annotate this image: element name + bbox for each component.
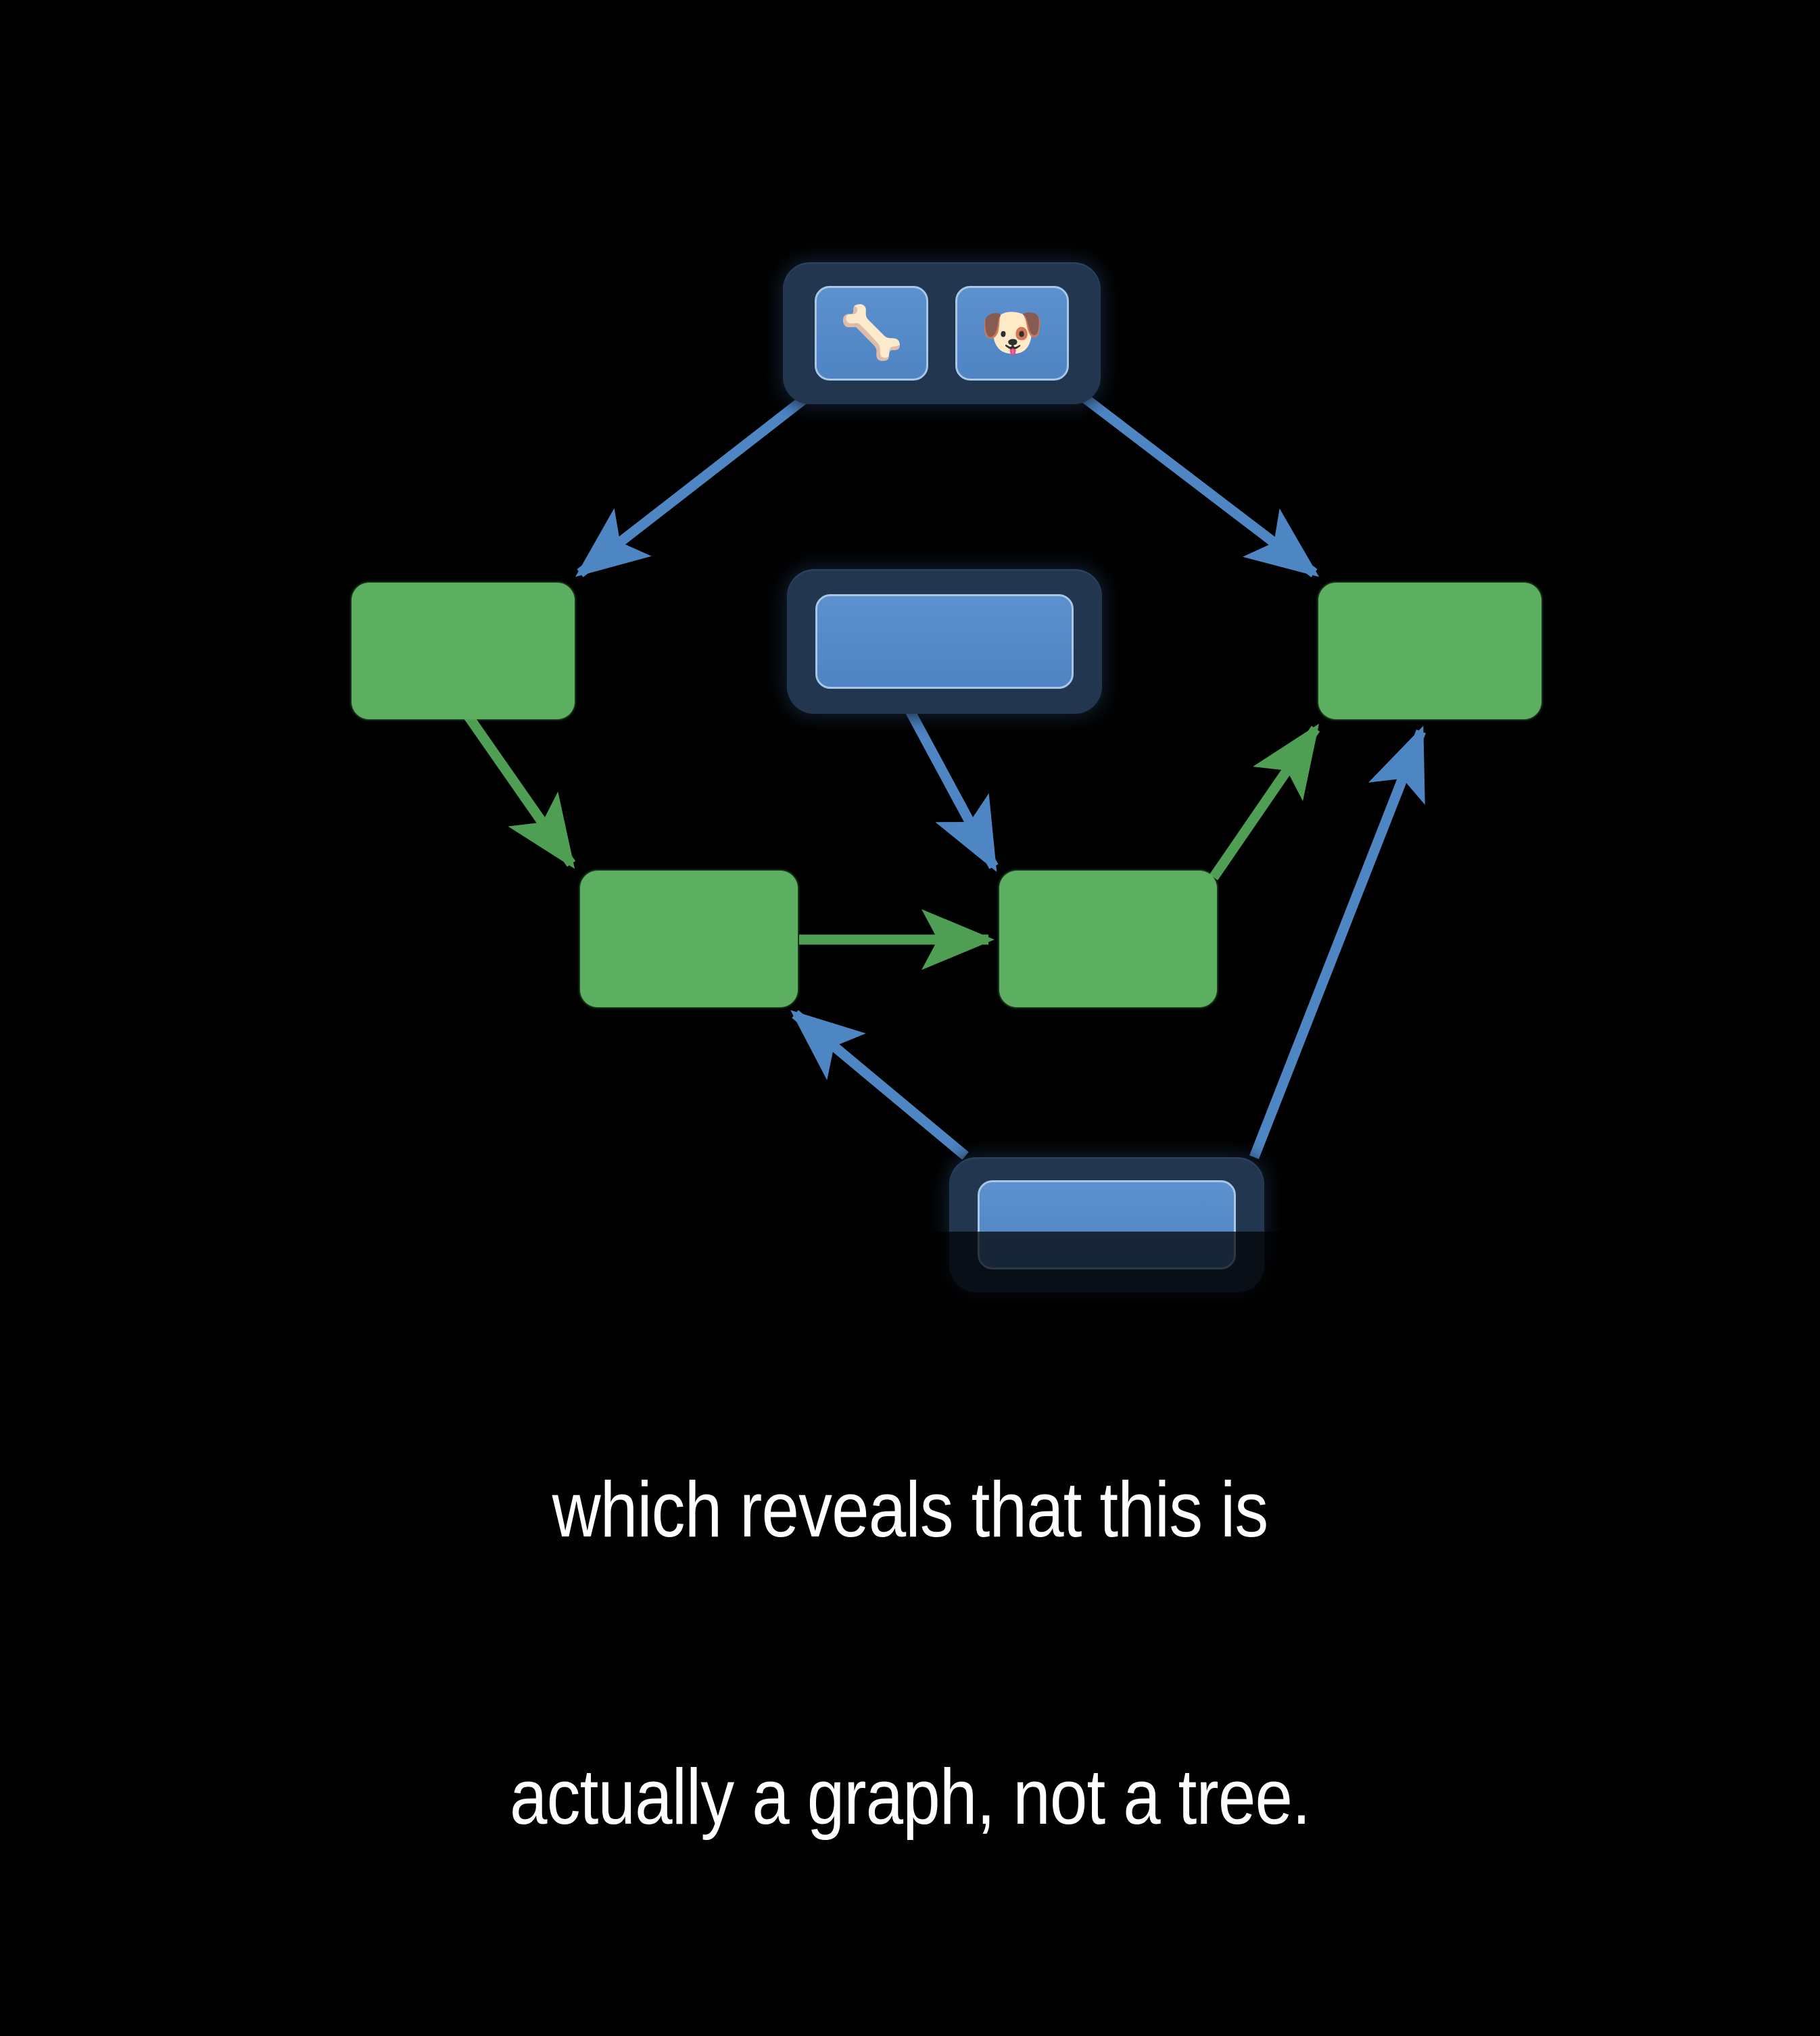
node-green-left[interactable] [352,583,575,719]
graph-canvas: 🦴 🐶 which reveals that this is actuall [352,262,1541,1841]
node-green-lower-right[interactable] [999,871,1217,1007]
edge-center-to-lower-right [905,707,999,872]
edge-root-to-green-right [1082,395,1320,577]
edge-bottom-to-green-right [1249,725,1426,1159]
caption-line-2: actually a graph, not a tree. [509,1752,1311,1841]
node-center-group[interactable] [787,569,1102,714]
edge-green-left-to-lower-left [464,713,576,869]
node-green-right[interactable] [1318,583,1541,719]
node-root-group[interactable]: 🦴 🐶 [783,262,1101,404]
node-dog-item[interactable]: 🐶 [955,286,1069,381]
node-bone-item[interactable]: 🦴 [815,286,928,381]
node-bottom-box[interactable] [978,1180,1236,1269]
bone-icon: 🦴 [839,304,904,362]
caption-line-1: which reveals that this is [552,1465,1269,1554]
node-center-box[interactable] [815,594,1074,689]
caption: which reveals that this is actually a gr… [127,1271,1692,2036]
edges-layer [464,395,1426,1160]
edge-bottom-to-lower-left [790,1010,969,1160]
edge-lower-right-to-green-right [1209,723,1320,881]
dog-face-icon: 🐶 [980,304,1045,362]
edge-root-to-green-left [575,395,808,577]
node-green-lower-left[interactable] [580,871,798,1007]
